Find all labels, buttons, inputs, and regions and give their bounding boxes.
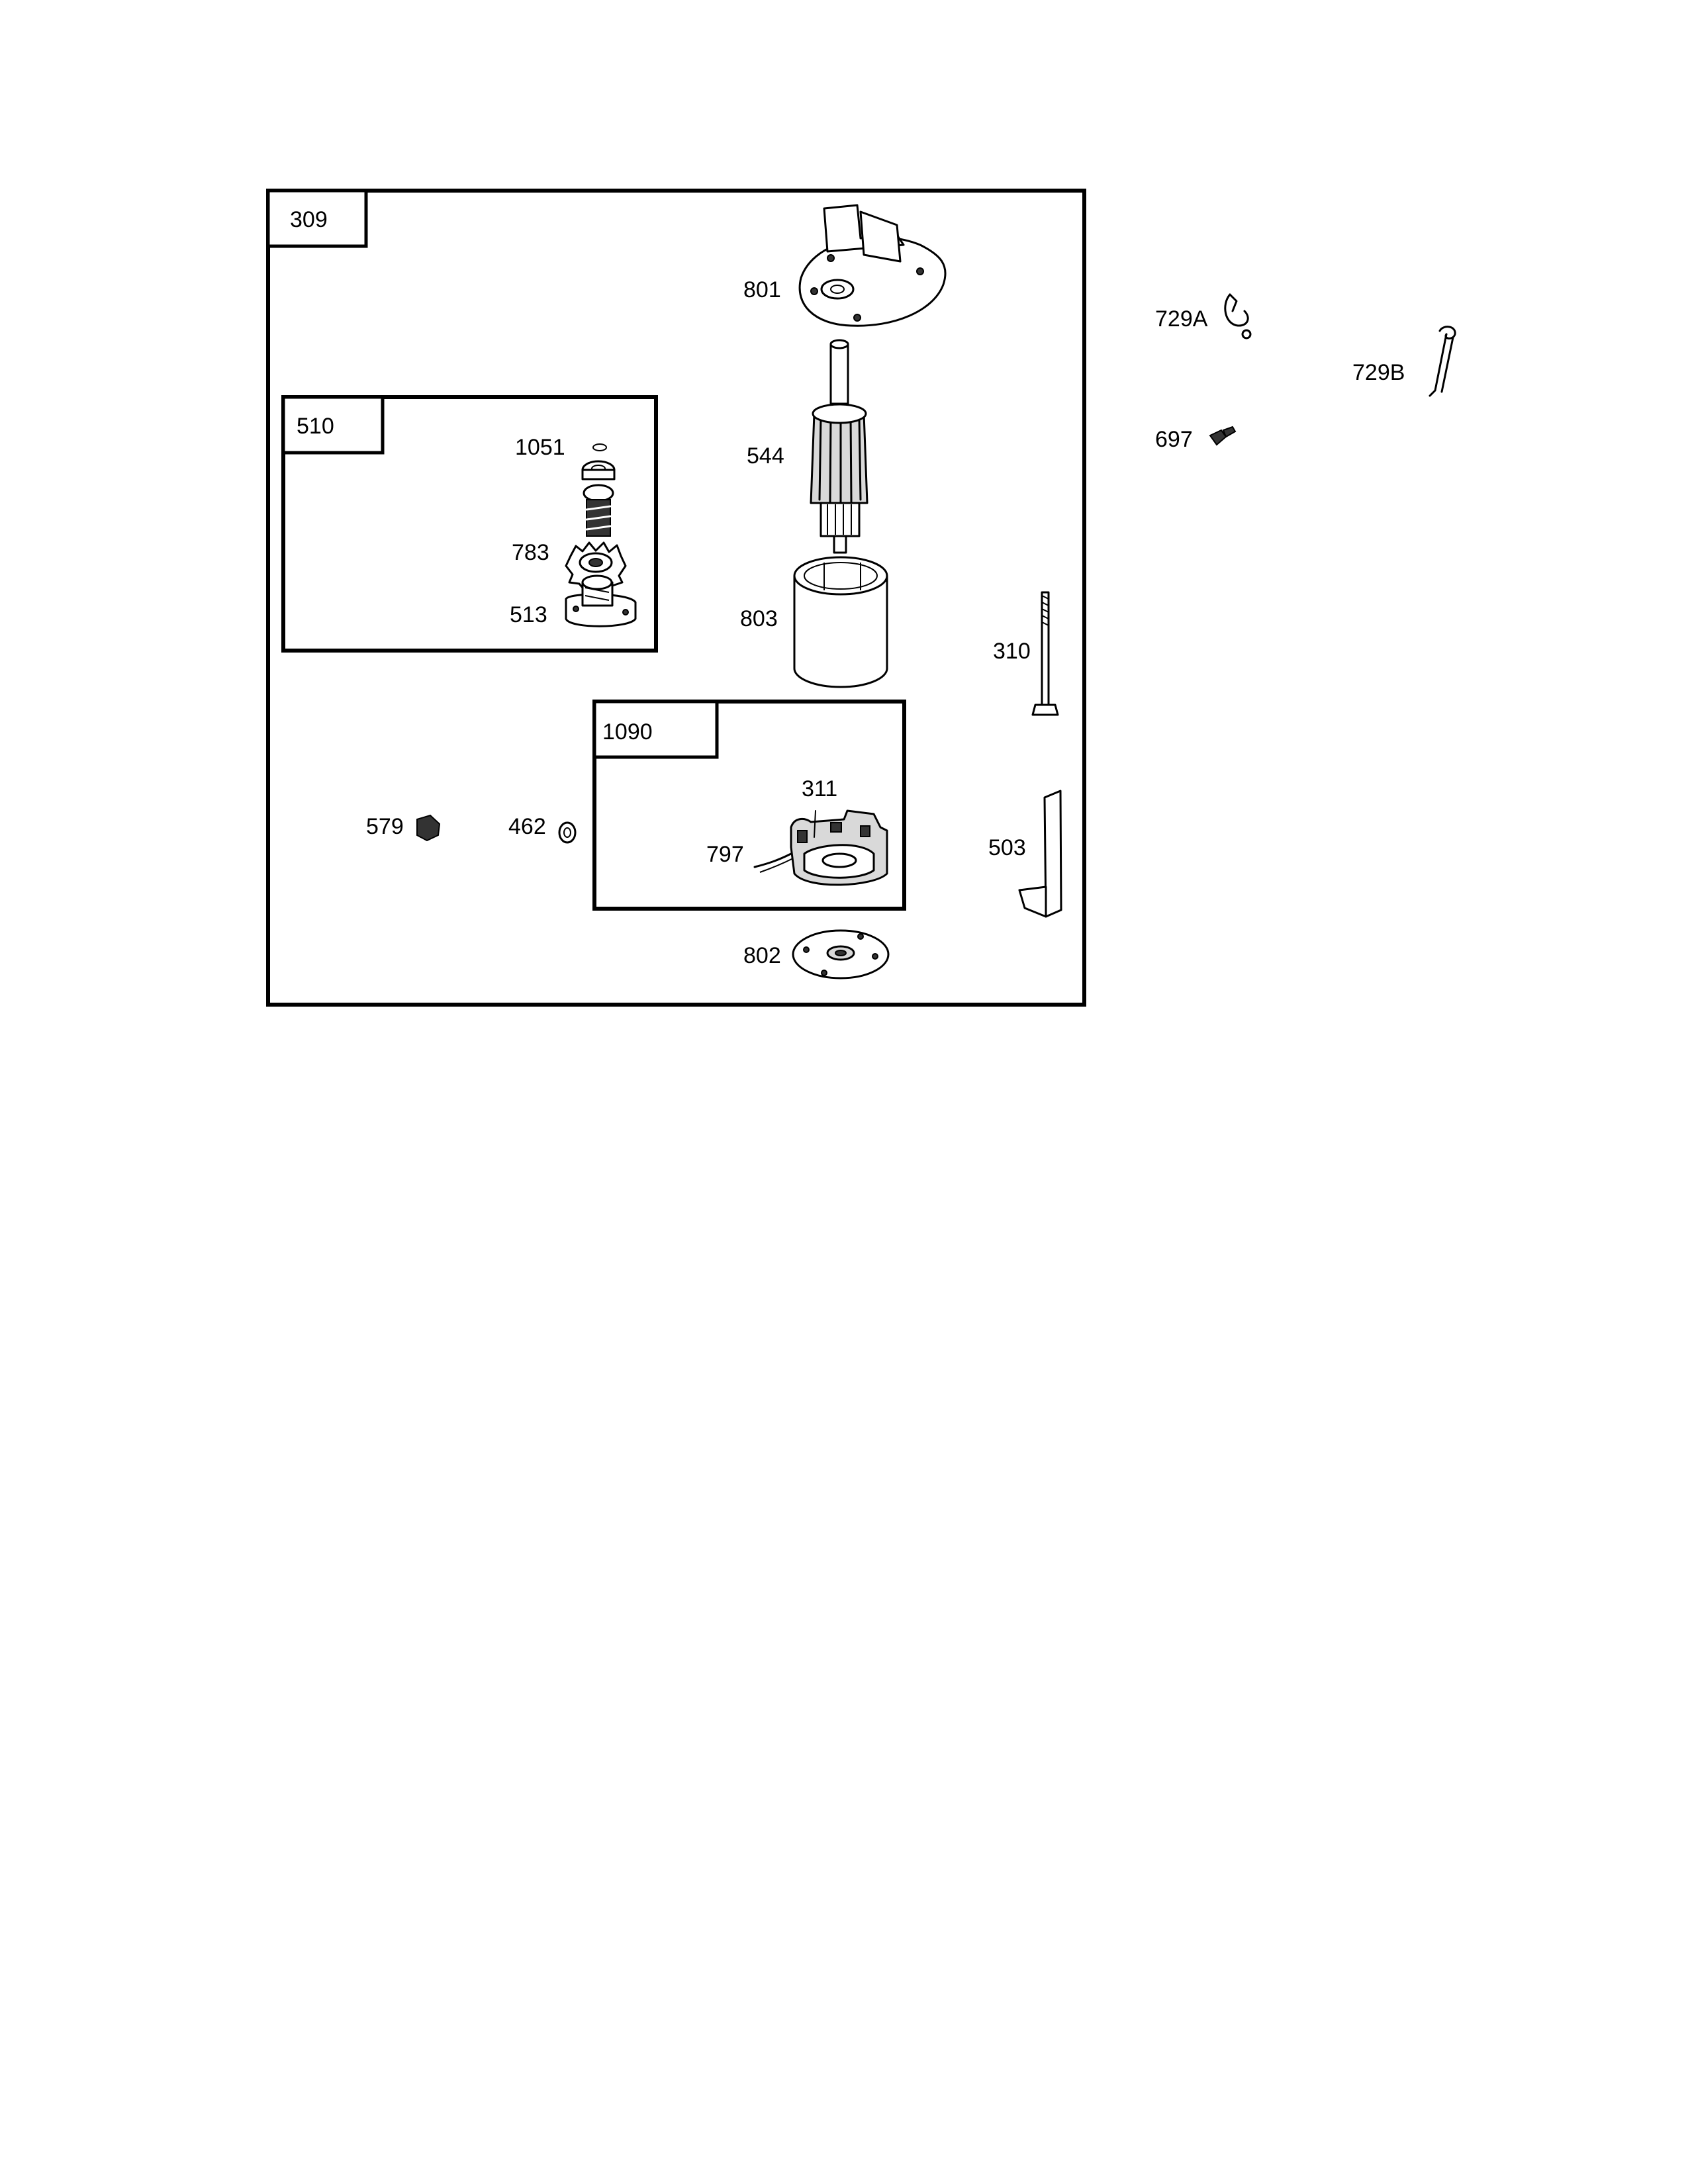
screw-697-part [1209,426,1237,446]
frame-housing-803-part [793,556,888,688]
retainer-1051-part [581,443,616,537]
label-544: 544 [747,443,784,469]
assembly-box-309: 309 [266,189,1086,1007]
label-697: 697 [1155,427,1193,452]
label-801: 801 [743,277,781,302]
label-783: 783 [512,540,549,565]
label-802: 802 [743,943,781,968]
label-310: 310 [993,639,1031,664]
clip-729A-part [1224,293,1252,340]
label-462: 462 [508,814,546,839]
end-cap-801-part [798,204,947,327]
drive-assembly-513-part [565,574,637,627]
label-803: 803 [740,606,778,631]
label-1051: 1051 [515,435,565,460]
label-797: 797 [706,842,744,867]
label-1090: 1090 [602,719,653,745]
label-513: 513 [510,602,547,627]
end-plate-802-part [792,929,890,979]
label-503: 503 [988,835,1026,860]
label-579: 579 [366,814,404,839]
through-bolt-310-part [1031,591,1059,716]
lock-washer-462-part [558,821,577,844]
label-729A: 729A [1155,306,1208,332]
bracket-503-part [1018,790,1062,918]
armature-544-part [810,339,868,554]
assembly-box-510: 510 [281,395,658,653]
label-309: 309 [290,207,328,232]
label-311: 311 [802,776,837,801]
label-729B: 729B [1352,360,1405,385]
nut-579-part [416,814,441,842]
brush-holder-311-797-part [753,809,888,886]
assembly-box-1090: 1090 [592,700,906,911]
label-510: 510 [297,414,334,439]
tie-strap-729B-part [1429,326,1456,397]
